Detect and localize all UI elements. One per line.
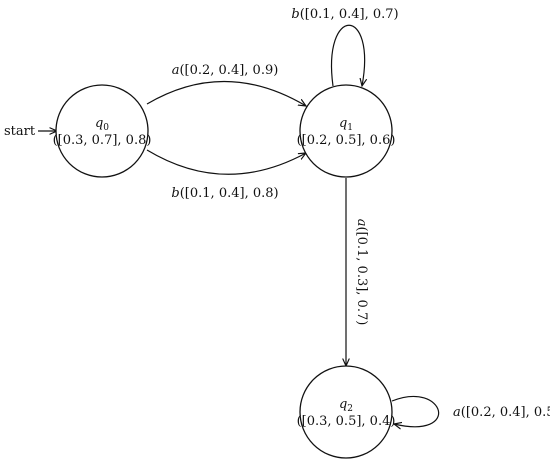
edge-q0-q1-a: [146, 80, 306, 106]
edge-label-q2-q2-a: a([0.2, 0.4], 0.5): [453, 405, 550, 420]
state-q0-interval: ([0.3, 0.7], 0.8): [53, 133, 152, 148]
edge-q2-q2-a: [391, 395, 440, 426]
state-q2[interactable]: q2 ([0.3, 0.5], 0.4): [297, 365, 396, 459]
state-q0-name: q0: [95, 116, 109, 133]
edge-label-q0-q1-a: a([0.2, 0.4], 0.9): [172, 63, 279, 78]
edge-label-q0-q1-b: b([0.1, 0.4], 0.8): [171, 186, 278, 201]
state-q1-interval: ([0.2, 0.5], 0.6): [297, 133, 396, 148]
state-q2-name: q2: [339, 397, 353, 414]
edge-label-q1-q1-b: b([0.1, 0.4], 0.7): [291, 7, 398, 22]
state-q1[interactable]: q1 ([0.2, 0.5], 0.6): [297, 84, 396, 178]
edge-q0-q1-b: [146, 149, 306, 175]
edge-label-q1-q2-a: a([0.1, 0.3], 0.7): [354, 219, 369, 326]
start-label: start: [4, 124, 36, 139]
state-q1-name: q1: [339, 116, 353, 133]
state-q0[interactable]: q0 ([0.3, 0.7], 0.8): [53, 84, 152, 178]
edge-q1-q1-b: [331, 24, 365, 86]
state-q2-interval: ([0.3, 0.5], 0.4): [297, 414, 396, 429]
